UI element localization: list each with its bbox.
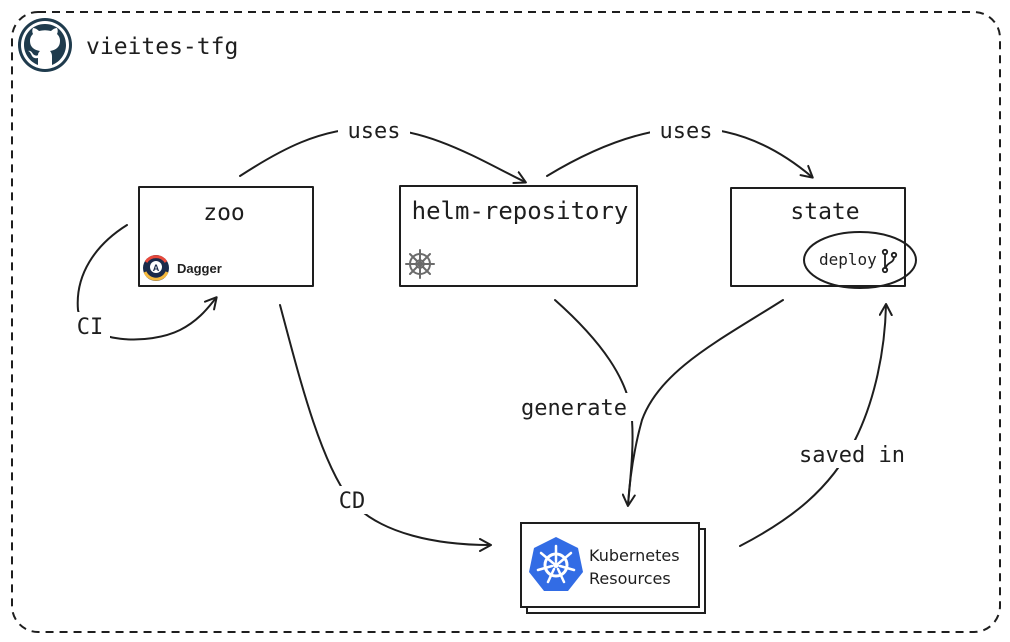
git-branch-icon bbox=[881, 248, 898, 274]
edge-label-generate: generate bbox=[521, 396, 627, 421]
edge-label-bg bbox=[793, 440, 911, 468]
zoo-title: zoo bbox=[203, 200, 245, 226]
repository-name: vieites-tfg bbox=[86, 34, 238, 60]
dagger-label: Dagger bbox=[177, 261, 222, 276]
edge-label-bg bbox=[338, 116, 410, 144]
repository-frame bbox=[11, 11, 1001, 633]
kubernetes-resources-node[interactable]: Kubernetes Resources bbox=[520, 522, 706, 614]
edge-label-bg bbox=[70, 312, 110, 340]
kubernetes-label-line2: Resources bbox=[589, 569, 671, 588]
helm-repository-title: helm-repository bbox=[412, 197, 629, 225]
kubernetes-label-line1: Kubernetes bbox=[589, 546, 680, 565]
state-node[interactable]: state deploy bbox=[730, 187, 917, 289]
edge-label-ci: CI bbox=[77, 315, 104, 340]
helm-icon bbox=[405, 249, 435, 279]
zoo-node[interactable]: zoo A Dagger bbox=[138, 186, 314, 287]
edge-label-bg bbox=[330, 486, 374, 514]
helm-repository-node[interactable]: helm-repository bbox=[399, 185, 638, 287]
edge-label-saved-in: saved in bbox=[799, 443, 905, 468]
edge-generate-from-state bbox=[627, 299, 784, 506]
dagger-icon: A bbox=[143, 255, 169, 281]
edge-saved-in bbox=[739, 303, 893, 547]
edge-label-cd: CD bbox=[339, 489, 366, 514]
state-title: state bbox=[790, 199, 859, 225]
deploy-branch-label: deploy bbox=[819, 250, 877, 269]
edge-label-bg bbox=[650, 116, 722, 144]
github-icon bbox=[18, 18, 72, 72]
svg-text:A: A bbox=[153, 263, 160, 273]
edge-label-uses-1: uses bbox=[348, 119, 401, 144]
edge-cd bbox=[279, 304, 492, 552]
edge-label-bg bbox=[512, 393, 634, 421]
kubernetes-icon bbox=[529, 537, 583, 591]
edge-label-uses-2: uses bbox=[660, 119, 713, 144]
deploy-branch-ring bbox=[803, 231, 917, 289]
